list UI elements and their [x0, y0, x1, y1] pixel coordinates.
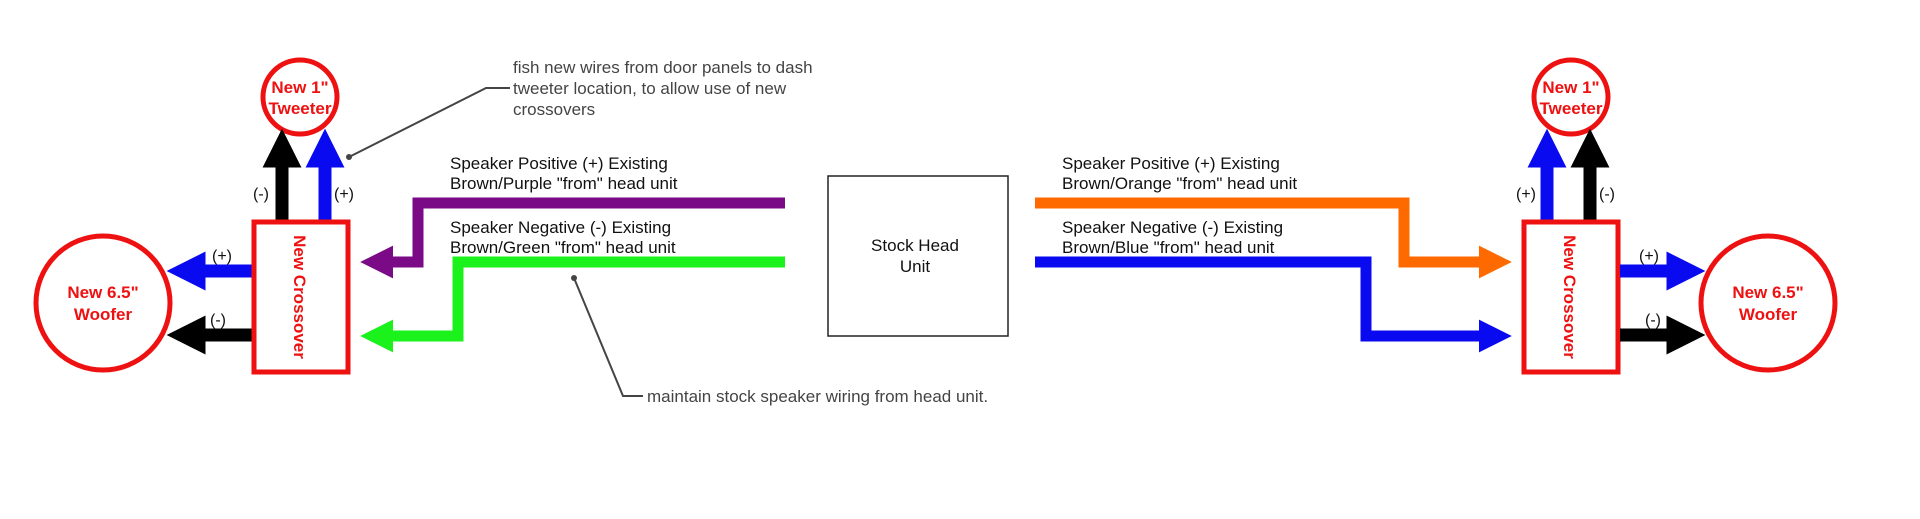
fish-wires-callout-dot: [346, 154, 352, 160]
head-unit-label-1: Stock Head: [871, 236, 959, 255]
left-woofer-circle: [33, 233, 173, 373]
left-negative-wire-label-2: Brown/Green "from" head unit: [450, 238, 676, 257]
right-crossover-box: [1521, 219, 1621, 375]
left-woofer-neg-label: (-): [210, 312, 226, 329]
left-negative-wire-label-1: Speaker Negative (-) Existing: [450, 218, 671, 237]
right-negative-wire-label-1: Speaker Negative (-) Existing: [1062, 218, 1283, 237]
right-positive-wire-label-2: Brown/Orange "from" head unit: [1062, 174, 1297, 193]
left-tweeter-label-1: New 1": [271, 78, 328, 97]
fish-wires-note-2: tweeter location, to allow use of new: [513, 79, 787, 98]
maintain-wiring-note: maintain stock speaker wiring from head …: [647, 387, 988, 406]
fish-wires-callout-line: [348, 87, 510, 158]
left-crossover-label: New Crossover: [290, 235, 309, 359]
head-unit-label-2: Unit: [900, 257, 931, 276]
left-woofer-label-1: New 6.5": [67, 283, 138, 302]
right-negative-wire-label-2: Brown/Blue "from" head unit: [1062, 238, 1275, 257]
left-positive-wire-label-1: Speaker Positive (+) Existing: [450, 154, 668, 173]
maintain-callout-dot: [571, 275, 577, 281]
left-crossover-box: [251, 219, 351, 375]
left-tweeter-neg-label: (-): [253, 186, 269, 203]
right-crossover-label: New Crossover: [1560, 235, 1579, 359]
right-negative-wire: [1035, 256, 1512, 353]
stock-head-unit-box: [827, 175, 1009, 337]
left-woofer-pos-label: (+): [212, 248, 232, 265]
right-tweeter-label-1: New 1": [1542, 78, 1599, 97]
right-tweeter-neg-label: (-): [1599, 186, 1615, 203]
right-woofer-label-1: New 6.5": [1732, 283, 1803, 302]
fish-wires-note-1: fish new wires from door panels to dash: [513, 58, 813, 77]
right-tweeter-circle: [1531, 57, 1611, 137]
right-woofer-pos-label: (+): [1639, 248, 1659, 265]
maintain-callout-line: [573, 277, 643, 397]
left-tweeter-label-2: Tweeter: [269, 99, 332, 118]
right-positive-wire: [1035, 197, 1512, 279]
right-woofer-neg-label: (-): [1645, 312, 1661, 329]
left-woofer-label-2: Woofer: [74, 305, 133, 324]
left-positive-wire: [360, 197, 785, 279]
right-woofer-circle: [1698, 233, 1838, 373]
left-negative-wire: [360, 256, 785, 353]
right-positive-wire-label-1: Speaker Positive (+) Existing: [1062, 154, 1280, 173]
right-woofer-label-2: Woofer: [1739, 305, 1798, 324]
left-tweeter-pos-label: (+): [334, 186, 354, 203]
left-tweeter-circle: [260, 57, 340, 137]
left-positive-wire-label-2: Brown/Purple "from" head unit: [450, 174, 678, 193]
right-tweeter-pos-label: (+): [1516, 186, 1536, 203]
fish-wires-note-3: crossovers: [513, 100, 595, 119]
right-tweeter-label-2: Tweeter: [1540, 99, 1603, 118]
